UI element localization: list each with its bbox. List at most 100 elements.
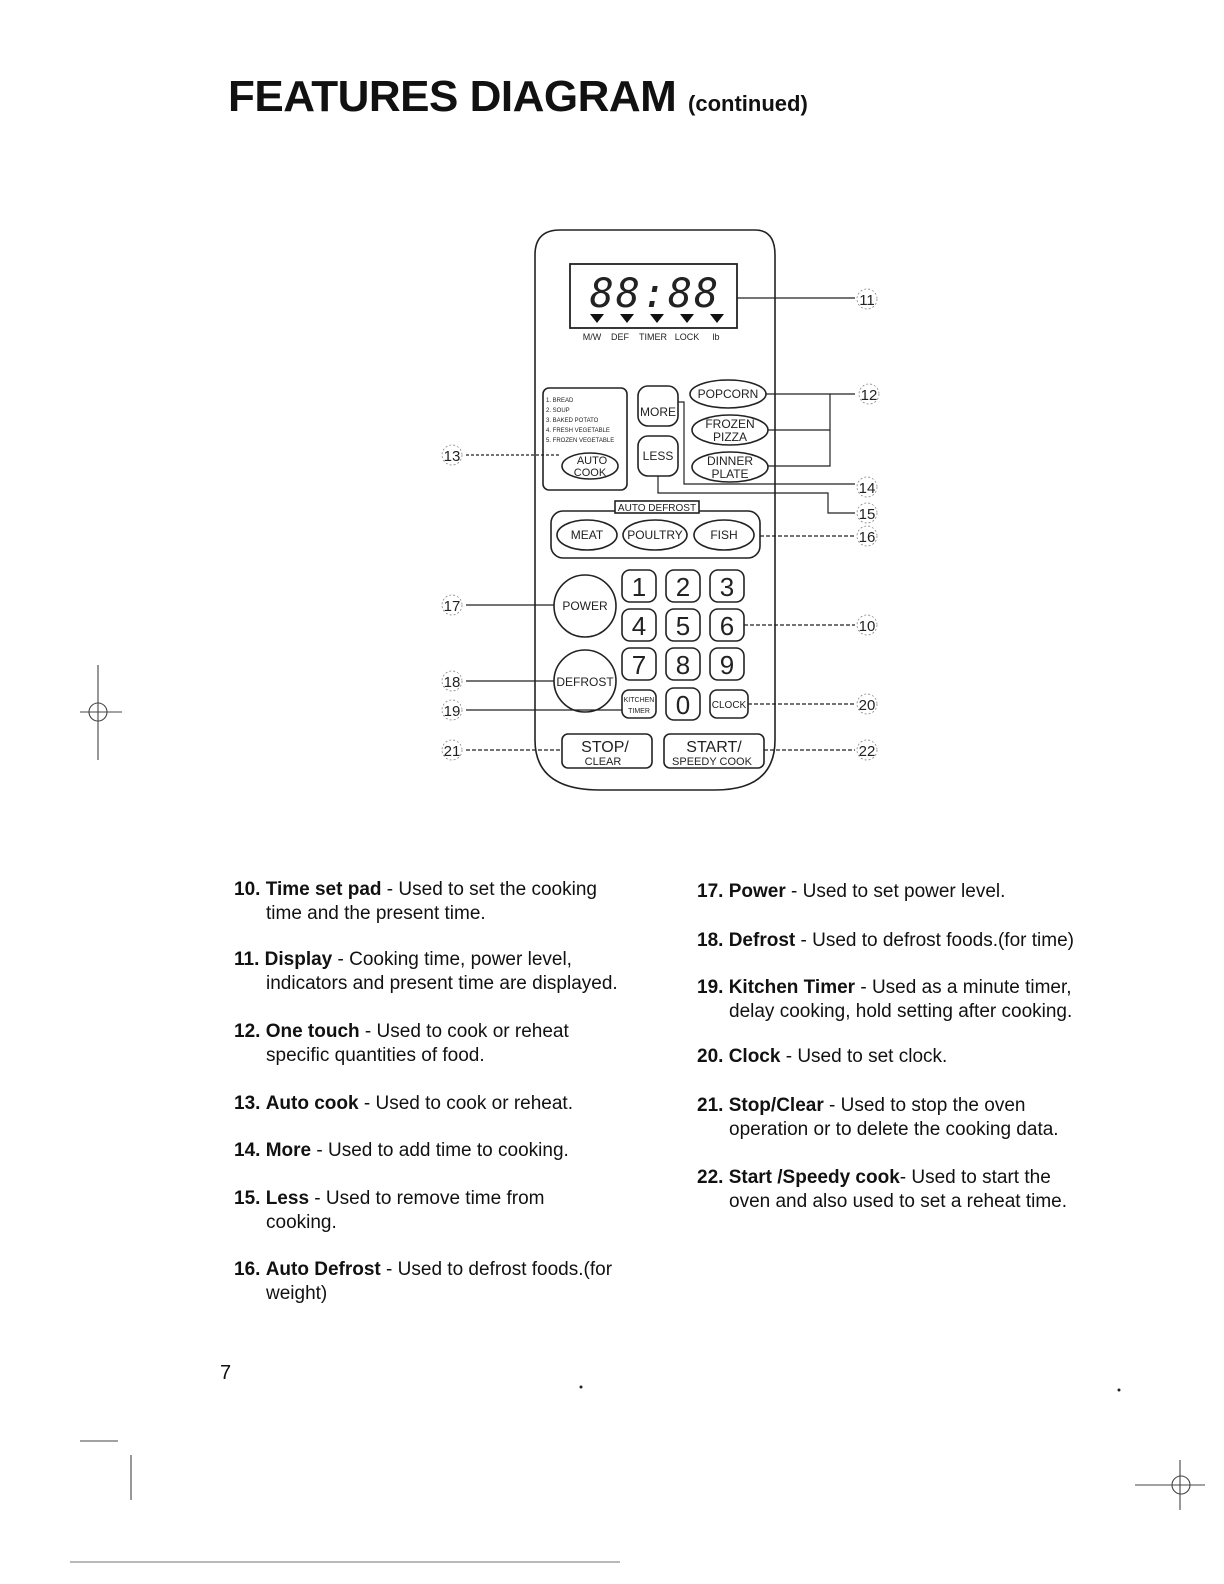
key-8[interactable]: 8 [665, 647, 701, 681]
callout-14: 14 [859, 480, 876, 497]
svg-text:STOP/: STOP/ [581, 739, 629, 756]
desc-item-11: 11. Display - Cooking time, power level,… [234, 949, 618, 994]
svg-text:7: 7 [632, 650, 646, 680]
callout-15: 15 [859, 506, 876, 523]
frozen-pizza-button[interactable]: FROZEN PIZZA [691, 414, 769, 446]
key-1[interactable]: 1 [621, 569, 657, 603]
key-9[interactable]: 9 [709, 647, 745, 681]
defrost-button[interactable]: DEFROST [553, 649, 617, 713]
print-dot [579, 1385, 583, 1389]
svg-text:1: 1 [632, 572, 646, 602]
svg-text:2: 2 [676, 572, 690, 602]
less-button[interactable]: LESS [637, 435, 679, 477]
page-title: FEATURES DIAGRAM (continued) [228, 72, 808, 122]
key-3[interactable]: 3 [709, 569, 745, 603]
print-dot [1117, 1388, 1121, 1392]
svg-text:POULTRY: POULTRY [627, 528, 683, 542]
svg-text:5: 5 [676, 611, 690, 641]
key-4[interactable]: 4 [621, 608, 657, 642]
desc-item-16: 16. Auto Defrost - Used to defrost foods… [234, 1259, 613, 1304]
auto-cook-button[interactable]: AUTO COOK [561, 452, 619, 480]
key-5[interactable]: 5 [665, 608, 701, 642]
callout-11: 11 [859, 292, 875, 309]
svg-text:POPCORN: POPCORN [698, 387, 759, 401]
svg-text:COOK: COOK [574, 467, 607, 479]
callout-10: 10 [859, 618, 876, 635]
desc-item-18: 18. Defrost - Used to defrost foods.(for… [697, 930, 1074, 951]
desc-item-22: 22. Start /Speedy cook- Used to start th… [697, 1167, 1067, 1212]
svg-text:4: 4 [632, 611, 646, 641]
indicator-def: DEF [611, 332, 630, 342]
svg-text:CLEAR: CLEAR [585, 756, 622, 768]
page-title-main: FEATURES DIAGRAM [228, 72, 677, 121]
page-number: 7 [220, 1362, 232, 1384]
callout-19: 19 [444, 703, 461, 720]
svg-text:CLOCK: CLOCK [712, 700, 747, 711]
callout-17: 17 [444, 598, 461, 615]
indicator-lb: lb [712, 332, 719, 342]
svg-text:6: 6 [720, 611, 734, 641]
callout-numbers: 11 12 13 14 15 16 17 10 18 19 20 21 22 [441, 288, 880, 761]
auto-cook-item: 2. SOUP [546, 408, 570, 414]
svg-text:DEFROST: DEFROST [556, 675, 614, 689]
callout-21: 21 [444, 743, 461, 760]
svg-text:DINNER: DINNER [707, 454, 753, 468]
indicator-timer: TIMER [639, 332, 667, 342]
svg-text:FROZEN: FROZEN [705, 417, 754, 431]
desc-item-14: 14. More - Used to add time to cooking. [234, 1140, 569, 1161]
display-digits: 88:88 [590, 271, 720, 317]
callout-18: 18 [444, 674, 461, 691]
desc-item-10: 10. Time set pad - Used to set the cooki… [234, 879, 597, 924]
start-speedy-cook-button[interactable]: START/ SPEEDY COOK [663, 733, 765, 769]
auto-cook-item: 4. FRESH VEGETABLE [546, 428, 610, 434]
poultry-button[interactable]: POULTRY [622, 519, 688, 551]
key-7[interactable]: 7 [621, 647, 657, 681]
callout-20: 20 [859, 697, 876, 714]
desc-item-15: 15. Less - Used to remove time from cook… [234, 1188, 545, 1233]
key-2[interactable]: 2 [665, 569, 701, 603]
svg-text:MEAT: MEAT [571, 528, 604, 542]
meat-button[interactable]: MEAT [556, 519, 618, 551]
svg-text:SPEEDY COOK: SPEEDY COOK [672, 756, 753, 768]
power-button[interactable]: POWER [553, 574, 617, 638]
number-pad: 1 2 3 4 5 6 7 8 9 0 [621, 569, 745, 721]
svg-text:PLATE: PLATE [711, 467, 748, 481]
leader-lines [466, 297, 855, 751]
svg-text:FISH: FISH [710, 528, 737, 542]
dinner-plate-button[interactable]: DINNER PLATE [691, 451, 769, 483]
svg-text:3: 3 [720, 572, 734, 602]
indicator-lock: LOCK [675, 332, 700, 342]
callout-12: 12 [861, 387, 878, 404]
svg-text:0: 0 [676, 690, 690, 720]
desc-item-20: 20. Clock - Used to set clock. [697, 1046, 948, 1067]
indicator-labels: M/W DEF TIMER LOCK lb [583, 332, 720, 342]
desc-item-17: 17. Power - Used to set power level. [697, 881, 1006, 902]
clock-button[interactable]: CLOCK [709, 689, 749, 719]
auto-cook-box [542, 387, 628, 491]
kitchen-timer-button[interactable]: KITCHEN TIMER [621, 689, 657, 719]
desc-item-21: 21. Stop/Clear - Used to stop the oven o… [697, 1095, 1059, 1140]
svg-text:LESS: LESS [643, 449, 674, 463]
panel-outline [534, 229, 776, 791]
svg-text:POWER: POWER [562, 599, 608, 613]
indicator-mw: M/W [583, 332, 602, 342]
more-button[interactable]: MORE [637, 385, 679, 427]
key-6[interactable]: 6 [709, 608, 745, 642]
auto-cook-item: 1. BREAD [546, 398, 574, 404]
page-title-sub: (continued) [688, 91, 808, 116]
stop-clear-button[interactable]: STOP/ CLEAR [561, 733, 653, 769]
auto-defrost-label: AUTO DEFROST [618, 503, 696, 514]
popcorn-button[interactable]: POPCORN [689, 379, 767, 409]
svg-text:AUTO: AUTO [577, 455, 608, 467]
callout-22: 22 [859, 743, 876, 760]
callout-13: 13 [444, 448, 461, 465]
key-0[interactable]: 0 [665, 687, 701, 721]
display-window [569, 263, 738, 329]
desc-item-12: 12. One touch - Used to cook or reheat s… [234, 1021, 569, 1066]
fish-button[interactable]: FISH [693, 519, 755, 551]
auto-cook-item: 5. FROZEN VEGETABLE [546, 438, 614, 444]
indicator-arrows [590, 314, 724, 323]
desc-item-19: 19. Kitchen Timer - Used as a minute tim… [697, 977, 1073, 1022]
svg-text:8: 8 [676, 650, 690, 680]
